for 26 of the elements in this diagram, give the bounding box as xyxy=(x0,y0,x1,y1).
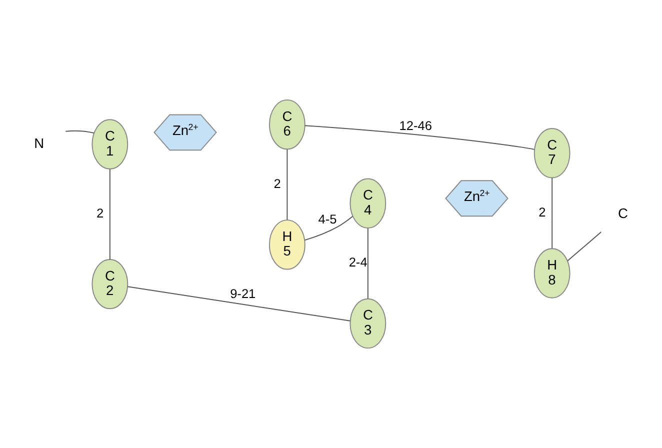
node-ellipse: C 7 xyxy=(534,128,570,178)
connector xyxy=(286,148,288,220)
edge-label: 4-5 xyxy=(318,211,337,226)
connector xyxy=(567,232,602,262)
node-ellipse: C 4 xyxy=(350,178,386,228)
edge-label: 2 xyxy=(538,204,546,220)
connector xyxy=(109,168,110,260)
node-ellipse: H 8 xyxy=(534,248,570,298)
connector xyxy=(304,216,354,241)
connector xyxy=(304,125,535,150)
node-text: C xyxy=(618,206,628,221)
edge-label: 9-21 xyxy=(230,286,256,302)
edge-label: 2 xyxy=(274,176,281,191)
node-ellipse: H 5 xyxy=(268,220,306,270)
node-ellipse: C 3 xyxy=(350,298,386,349)
connector xyxy=(65,130,94,134)
connector xyxy=(552,177,553,249)
edge-label: 2-4 xyxy=(348,254,368,270)
edge-label: 2 xyxy=(96,206,104,220)
node-text: N xyxy=(34,136,44,151)
node-ellipse: C 1 xyxy=(92,119,128,170)
node-ellipse: C 6 xyxy=(268,99,306,150)
node-ellipse: C 2 xyxy=(92,258,128,310)
connector xyxy=(127,286,351,322)
connector xyxy=(367,228,368,300)
edge-label: 12-46 xyxy=(399,118,432,133)
